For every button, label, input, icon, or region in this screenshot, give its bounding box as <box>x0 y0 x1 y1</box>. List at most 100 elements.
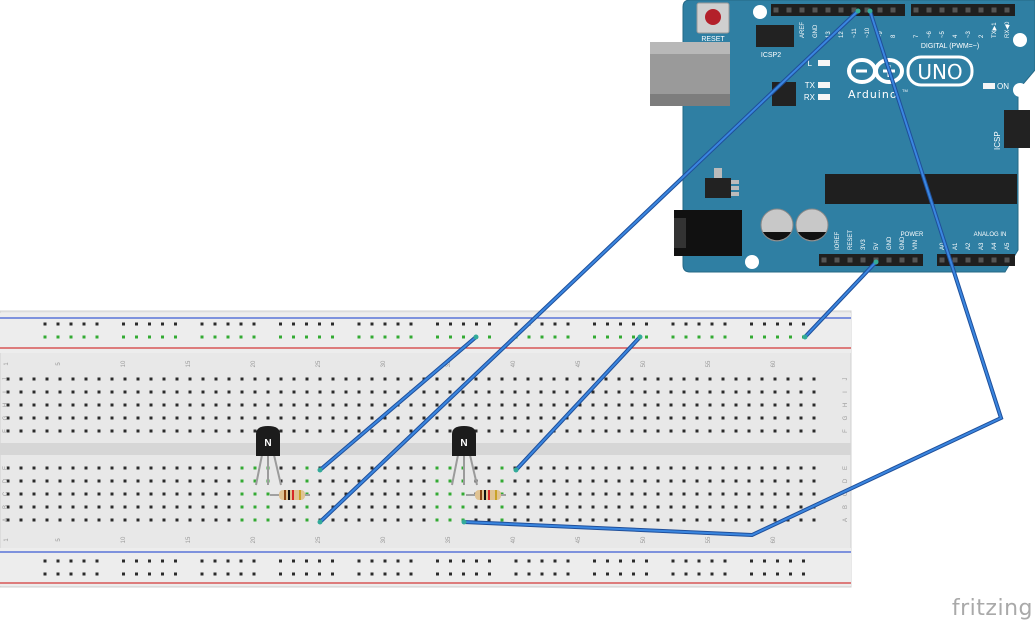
breadboard-hole <box>149 492 153 496</box>
digital-header-right <box>911 4 1015 16</box>
header-pin[interactable] <box>912 257 918 263</box>
breadboard-hole <box>514 572 518 576</box>
fritzing-watermark: fritzing <box>951 596 1033 621</box>
breadboard-hole <box>409 335 413 339</box>
wire-5v-to-rail[interactable] <box>804 261 877 338</box>
header-pin[interactable] <box>834 257 840 263</box>
breadboard-hole <box>383 492 387 496</box>
header-pin[interactable] <box>899 257 905 263</box>
resistor-2[interactable] <box>466 490 506 500</box>
wire-endpoint <box>855 8 861 14</box>
breadboard-hole <box>292 466 296 470</box>
on-label: ON <box>997 82 1009 91</box>
breadboard-hole <box>682 492 686 496</box>
header-pin[interactable] <box>821 257 827 263</box>
breadboard-hole <box>773 505 777 509</box>
header-pin[interactable] <box>965 7 971 13</box>
header-pin[interactable] <box>864 7 870 13</box>
header-pin[interactable] <box>860 257 866 263</box>
breadboard-hole <box>318 572 321 576</box>
breadboard-hole <box>552 377 556 381</box>
breadboard-hole <box>513 492 517 496</box>
header-pin[interactable] <box>991 7 997 13</box>
wire-endpoint <box>802 334 808 340</box>
header-pin[interactable] <box>952 257 958 263</box>
wire-pin9-to-col35[interactable] <box>463 10 1003 537</box>
power-header <box>819 254 923 266</box>
breadboard-hole <box>240 466 244 470</box>
reset-button[interactable] <box>696 2 730 34</box>
breadboard-hole <box>279 505 283 509</box>
header-pin[interactable] <box>890 7 896 13</box>
header-pin[interactable] <box>812 7 818 13</box>
breadboard-hole <box>721 377 725 381</box>
header-pin[interactable] <box>939 7 945 13</box>
breadboard-hole <box>188 518 192 522</box>
header-pin[interactable] <box>1004 7 1010 13</box>
breadboard-hole <box>789 572 792 576</box>
header-pin[interactable] <box>773 7 779 13</box>
breadboard-hole <box>786 505 790 509</box>
column-number: 45 <box>576 360 582 367</box>
breadboard-hole <box>462 322 465 326</box>
npn-transistor-2[interactable] <box>451 426 478 486</box>
breadboard-hole <box>357 322 361 326</box>
breadboard-hole <box>695 492 699 496</box>
breadboard-hole <box>656 505 660 509</box>
wire-rail-to-col24[interactable] <box>319 336 477 471</box>
breadboard-hole <box>214 505 218 509</box>
breadboard-hole <box>552 518 556 522</box>
header-pin[interactable] <box>952 7 958 13</box>
breadboard-hole <box>552 479 556 483</box>
header-pin[interactable] <box>926 7 932 13</box>
breadboard-hole <box>500 505 504 509</box>
breadboard-hole <box>136 492 140 496</box>
breadboard-hole <box>565 390 569 394</box>
row-letter: H <box>843 403 849 407</box>
header-pin[interactable] <box>825 7 831 13</box>
breadboard-hole <box>513 377 517 381</box>
breadboard-hole <box>747 505 751 509</box>
resistor-1[interactable] <box>270 490 310 500</box>
breadboard-hole <box>292 416 296 420</box>
breadboard-hole <box>331 322 334 326</box>
header-pin[interactable] <box>978 257 984 263</box>
breadboard-hole <box>776 559 779 563</box>
header-pin[interactable] <box>939 257 945 263</box>
breadboard-hole <box>604 492 608 496</box>
breadboard-hole <box>201 403 205 407</box>
breadboard-hole <box>695 390 699 394</box>
header-pin[interactable] <box>851 7 857 13</box>
header-pin[interactable] <box>886 257 892 263</box>
header-pin[interactable] <box>913 7 919 13</box>
npn-transistor-1[interactable] <box>255 426 282 486</box>
header-pin[interactable] <box>799 7 805 13</box>
breadboard-hole <box>148 572 151 576</box>
breadboard-hole <box>617 429 621 433</box>
breadboard-hole <box>279 416 283 420</box>
header-pin[interactable] <box>978 7 984 13</box>
breadboard-hole <box>619 335 622 339</box>
breadboard-hole <box>684 335 688 339</box>
breadboard-hole <box>448 466 452 470</box>
tm-text: TM <box>902 88 908 93</box>
header-pin[interactable] <box>847 257 853 263</box>
header-pin[interactable] <box>877 7 883 13</box>
wire-pin10-to-col24[interactable] <box>319 10 859 523</box>
breadboard-hole <box>292 559 295 563</box>
breadboard-hole <box>578 505 582 509</box>
breadboard-hole <box>370 335 374 339</box>
header-pin[interactable] <box>965 257 971 263</box>
breadboard-hole <box>604 479 608 483</box>
breadboard-hole <box>697 559 701 563</box>
breadboard-hole <box>776 572 779 576</box>
header-pin[interactable] <box>786 7 792 13</box>
header-pin[interactable] <box>838 7 844 13</box>
header-pin[interactable] <box>991 257 997 263</box>
breadboard-hole <box>252 335 256 339</box>
wire-rail-to-col39[interactable] <box>515 336 641 471</box>
header-pin[interactable] <box>1004 257 1010 263</box>
breadboard-hole <box>695 479 699 483</box>
